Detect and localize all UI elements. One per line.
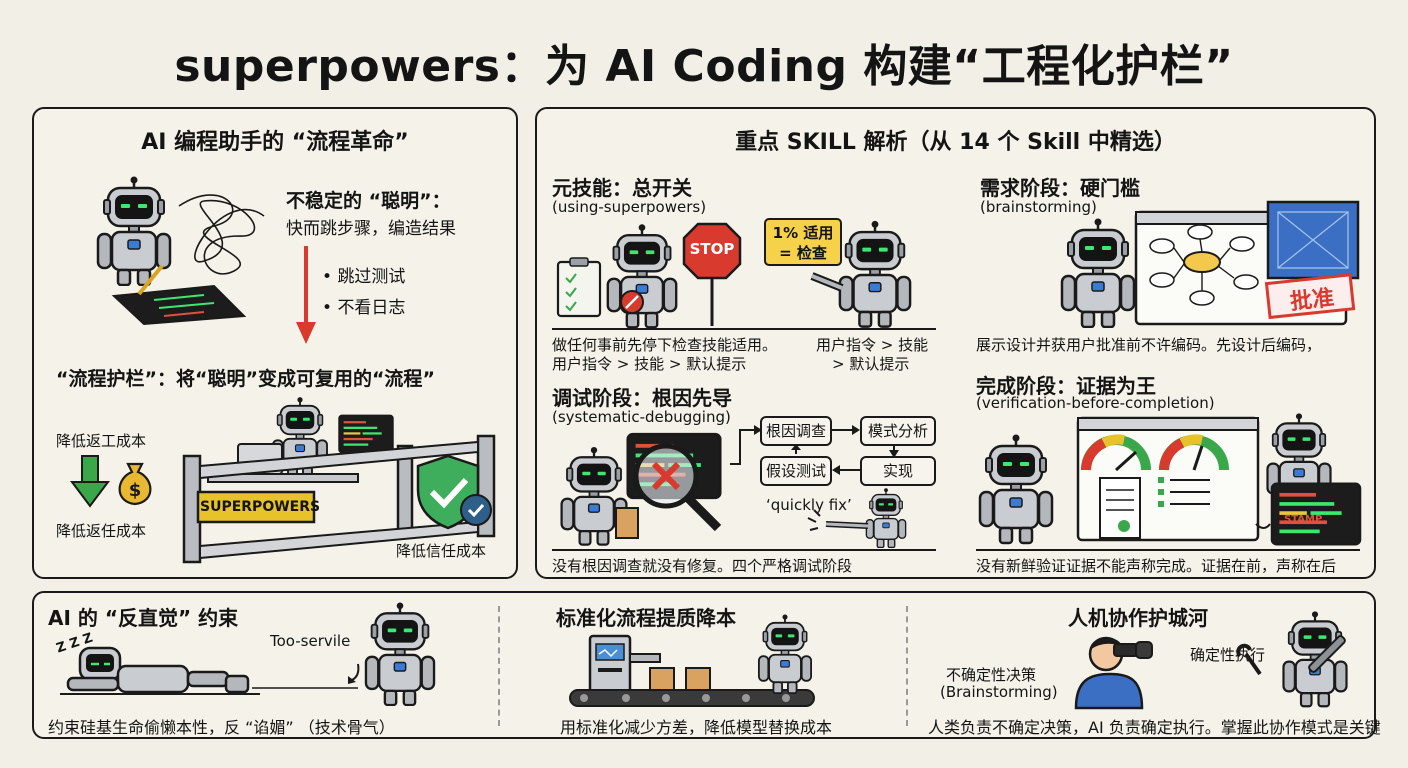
applicability-bubble: 1% 适用 = 检查	[764, 218, 842, 266]
cost-rework: 降低返工成本	[56, 432, 147, 450]
meta-caption-1: 做任何事前先停下检查技能适用。	[552, 336, 778, 354]
human-binoculars-illustration	[1074, 636, 1153, 710]
stop-sign-text: STOP	[689, 240, 735, 258]
meta-skill-sub: (using-superpowers)	[552, 198, 707, 216]
design-approval-illustration	[1060, 200, 1360, 328]
wrench-robot-illustration	[1236, 610, 1348, 708]
flow-step-implement: 实现	[860, 456, 936, 486]
req-sub: (brainstorming)	[980, 198, 1097, 216]
bullet-no-logs: • 不看日志	[322, 298, 406, 318]
flow-step-pattern: 模式分析	[860, 416, 936, 446]
uncertain-decision-2: (Brainstorming)	[940, 683, 1058, 701]
verify-stamp: STAMP	[1284, 514, 1323, 525]
verify-caption: 没有新鲜验证证据不能声称完成。证据在前，声称在后	[976, 557, 1337, 575]
robot-scribble-illustration	[96, 176, 265, 326]
verify-title: 完成阶段：证据为王	[976, 374, 1156, 398]
moat-title: 人机协作护城河	[1068, 606, 1208, 630]
anti-caption: 约束硅基生命偷懒本性，反 “谄媚” （技术骨气）	[48, 718, 395, 737]
unstable-title: 不稳定的 “聪明”：	[286, 190, 451, 212]
guardrail-title: “流程护栏”：将“聪明”变成可复用的“流程”	[56, 368, 435, 390]
certain-execution: 确定性执行	[1190, 646, 1266, 664]
debug-sub: (systematic-debugging)	[552, 408, 731, 426]
green-down-arrow-icon	[70, 455, 110, 508]
cost-trust: 降低信任成本	[396, 542, 487, 560]
unstable-desc: 快而跳步骤，编造结果	[286, 219, 456, 239]
quick-fix-text: ‘quickly fix’	[766, 496, 852, 514]
meta-caption-2: 用户指令 > 技能 > 默认提示	[552, 355, 747, 373]
shield-check-icon	[416, 454, 492, 530]
verification-dashboard-illustration	[978, 412, 1362, 546]
std-caption: 用标准化减少方差，降低模型替换成本	[560, 718, 833, 737]
servile-arrow	[252, 663, 360, 689]
page-title: superpowers：为 AI Coding 构建“工程化护栏”	[174, 41, 1234, 92]
skills-panel-title: 重点 SKILL 解析（从 14 个 Skill 中精选）	[735, 130, 1176, 155]
fence-label: SUPERPOWERS	[200, 499, 321, 515]
down-arrow-icon	[296, 246, 316, 344]
bubble-line-2: = 检查	[779, 244, 827, 262]
bullet-skip-tests: • 跳过测试	[322, 267, 406, 287]
robot-icon	[978, 433, 1054, 545]
meta-caption-4: > 默认提示	[832, 355, 910, 373]
conveyor-illustration	[569, 614, 815, 707]
money-bag-icon: $	[118, 462, 152, 506]
robot-icon	[364, 602, 436, 706]
robot-fixing-illustration	[807, 488, 907, 548]
debug-divider	[552, 549, 936, 551]
robot-icon	[1060, 218, 1136, 328]
debug-caption: 没有根因调查就没有修复。四个严格调试阶段	[552, 557, 853, 575]
bottom-panel	[32, 591, 1376, 739]
bubble-line-1: 1% 适用	[772, 224, 834, 242]
meta-divider	[552, 328, 936, 330]
flow-step-root-cause: 根因调查	[760, 416, 832, 446]
meta-caption-3: 用户指令 > 技能	[816, 336, 929, 354]
cost-return: 降低返任成本	[56, 522, 147, 540]
too-servile-text: Too-servile	[270, 632, 351, 650]
lazy-robot-illustration	[60, 646, 260, 695]
terminal-icon	[338, 414, 394, 454]
guardrail-fence-illustration	[182, 396, 496, 564]
robot-pointing-illustration	[810, 220, 912, 328]
req-title: 需求阶段：硬门槛	[980, 176, 1140, 200]
req-caption: 展示设计并获用户批准前不许编码。先设计后编码，	[976, 336, 1322, 354]
flow-step-hypothesis: 假设测试	[760, 456, 832, 486]
moat-caption: 人类负责不确定决策，AI 负责确定执行。掌握此协作模式是关键	[928, 718, 1381, 737]
robot-icon	[865, 488, 907, 548]
stop-sign-illustration	[556, 222, 742, 329]
robot-icon	[1282, 610, 1348, 708]
verify-sub: (verification-before-completion)	[976, 394, 1215, 412]
svg-text:$: $	[129, 480, 142, 501]
left-panel-title: AI 编程助手的 “流程革命”	[141, 130, 409, 155]
robot-icon	[838, 220, 912, 328]
robot-icon	[606, 222, 678, 329]
uncertain-decision-1: 不确定性决策	[946, 666, 1037, 684]
bottom-divider-2	[906, 606, 908, 726]
robot-icon	[757, 614, 813, 694]
debug-flow-arrows	[730, 425, 899, 475]
meta-skill-title: 元技能：总开关	[552, 176, 692, 200]
anti-title: AI 的 “反直觉” 约束	[48, 606, 239, 630]
debug-magnifier-illustration	[560, 432, 722, 546]
debug-title: 调试阶段：根因先导	[552, 386, 732, 410]
bottom-divider-1	[498, 606, 500, 726]
verify-divider	[976, 549, 1360, 551]
servile-robot-illustration	[364, 602, 436, 706]
std-title: 标准化流程提质降本	[556, 606, 736, 630]
